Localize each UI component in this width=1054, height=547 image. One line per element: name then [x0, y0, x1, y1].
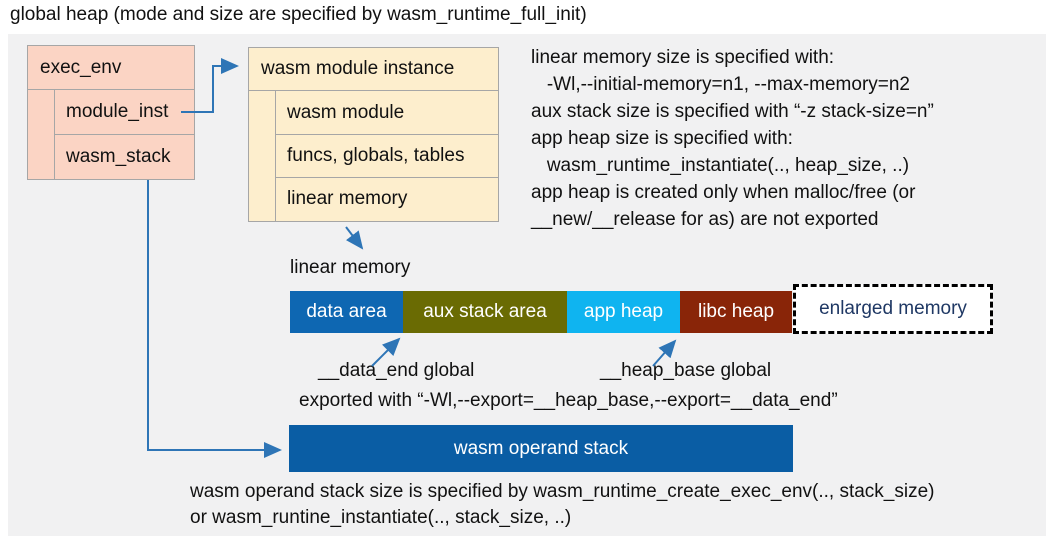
segment-enlarged-memory: enlarged memory [793, 284, 993, 334]
exec-env-row-wasm-stack: wasm_stack [55, 134, 194, 178]
segment-data-area: data area [290, 291, 403, 333]
exec-env-row-module-inst: module_inst [66, 101, 169, 122]
note-line: or wasm_runtine_instantiate(.., stack_si… [190, 507, 572, 528]
note-line: app heap is created only when malloc/fre… [531, 182, 916, 203]
linear-memory-label: linear memory [290, 257, 411, 278]
operand-stack-note: wasm operand stack size is specified by … [190, 479, 935, 531]
note-line: aux stack size is specified with “-z sta… [531, 101, 934, 122]
segment-app-heap: app heap [567, 291, 680, 333]
exec-env-header: exec_env [28, 46, 194, 90]
segment-libc-heap: libc heap [680, 291, 792, 333]
note-line: wasm operand stack size is specified by … [190, 481, 935, 502]
segment-aux-stack-area: aux stack area [403, 291, 567, 333]
row-linear-memory: linear memory [276, 177, 498, 220]
note-line: -Wl,--initial-memory=n1, --max-memory=n2 [531, 74, 910, 95]
note-line: app heap size is specified with: [531, 128, 793, 149]
page-title: global heap (mode and size are specified… [10, 4, 587, 25]
row-wasm-module: wasm module [287, 101, 405, 123]
exec-env-box: exec_env module_inst wasm_stack [27, 45, 195, 180]
row-funcs-globals-tables: funcs, globals, tables [276, 134, 498, 177]
wasm-module-instance-rows: wasm module funcs, globals, tables linea… [275, 91, 498, 221]
heap-base-global-label: __heap_base global [600, 360, 772, 381]
size-notes: linear memory size is specified with: -W… [531, 44, 934, 233]
exported-with-label: exported with “-Wl,--export=__heap_base,… [299, 390, 838, 411]
wasm-module-instance-box: wasm module instance wasm module funcs, … [248, 47, 499, 222]
note-line: linear memory size is specified with: [531, 47, 835, 68]
wasm-operand-stack-bar: wasm operand stack [289, 425, 793, 472]
note-line: wasm_runtime_instantiate(.., heap_size, … [531, 155, 910, 176]
note-line: __new/__release for as) are not exported [531, 209, 879, 230]
wasm-module-instance-header: wasm module instance [249, 48, 498, 91]
data-end-global-label: __data_end global [318, 360, 475, 381]
exec-env-rows: module_inst wasm_stack [54, 90, 194, 179]
